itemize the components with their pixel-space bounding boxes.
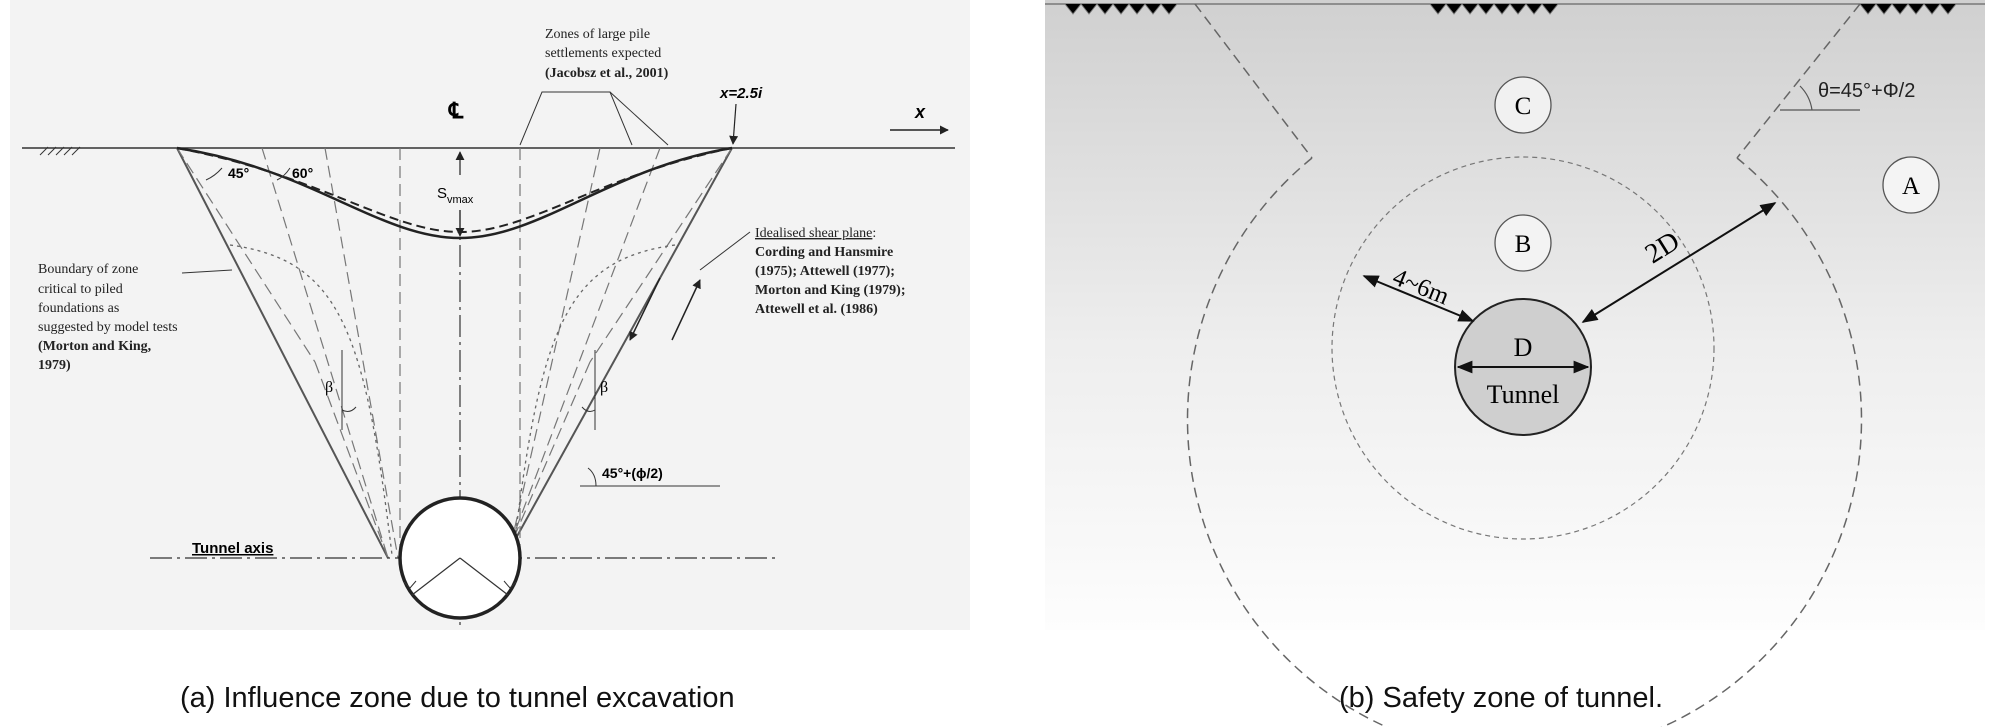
theta-label: θ=45°+Φ/2 <box>1818 80 1915 102</box>
tunnel-radius-right <box>459 557 509 596</box>
left-note-line-1: Boundary of zone <box>38 262 138 277</box>
shear-arrow-up <box>671 279 701 341</box>
right-angle-mark-left <box>403 580 417 589</box>
beta-left-label: β <box>325 379 333 396</box>
top-note-line-1: Zones of large pile <box>545 27 650 42</box>
x-limit-label: x=2.5i <box>719 85 763 102</box>
angle-60-arc <box>276 167 291 181</box>
angle-45-label: 45° <box>228 165 249 181</box>
top-note: Zones of large pile settlements expected… <box>545 27 669 81</box>
right-note-line-1: Cording and Hansmire <box>755 245 893 260</box>
dashed-guide-lines <box>176 147 733 559</box>
ground-hatch-icon <box>39 146 81 156</box>
top-note-line-2: settlements expected <box>545 46 661 61</box>
zone-a-label: A <box>1902 173 1920 200</box>
right-note-line-2: (1975); Attewell (1977); <box>755 264 895 279</box>
inner-zone-boundary <box>1331 156 1715 540</box>
left-note-leader <box>181 269 233 274</box>
zone-c-circle <box>1494 76 1552 134</box>
right-note-line-4: Attewell et al. (1986) <box>755 302 878 317</box>
right-note-line-3: Morton and King (1979); <box>755 283 906 298</box>
panel-a: x ℄ Svmax <box>10 0 970 714</box>
left-note-line-2: critical to piled <box>38 282 123 297</box>
left-note-line-4: suggested by model tests <box>38 320 178 335</box>
right-note: Idealised shear plane: Cording and Hansm… <box>755 226 906 317</box>
inner-distance-arrow <box>1362 275 1475 322</box>
left-note-line-5: (Morton and King, <box>38 339 151 354</box>
svmax-label: Svmax <box>437 185 474 206</box>
right-angle-mark-right <box>503 580 517 589</box>
left-note: Boundary of zone critical to piled found… <box>38 262 178 373</box>
zone-c-label: C <box>1515 93 1532 120</box>
beta-right-label: β <box>600 379 608 396</box>
influence-boundary-left <box>176 147 389 559</box>
panel-a-caption: (a) Influence zone due to tunnel excavat… <box>180 682 735 714</box>
top-note-leaders <box>519 91 669 146</box>
zone-b-label: B <box>1515 231 1532 258</box>
right-note-leader <box>699 231 751 271</box>
zone-a-circle <box>1882 156 1940 214</box>
zone-b-circle <box>1494 214 1552 272</box>
zone-d-label: D <box>1514 333 1533 362</box>
panel-b-caption: (b) Safety zone of tunnel. <box>1339 682 1663 714</box>
tunnel-label: Tunnel <box>1487 380 1560 409</box>
left-note-line-3: foundations as <box>38 301 119 316</box>
beta-arc-right <box>581 406 596 412</box>
beta-arc-left <box>341 406 357 412</box>
critical-zone-boundary <box>229 244 676 556</box>
shear-angle-label: 45°+(ϕ/2) <box>602 465 663 481</box>
angle-45-arc <box>205 167 223 181</box>
shear-angle-arc <box>587 467 597 487</box>
outer-distance-arrow <box>1581 202 1777 323</box>
shear-arrow-down <box>629 277 661 341</box>
outer-zone-boundary <box>1186 3 1863 727</box>
right-note-title: Idealised shear plane: <box>755 226 876 241</box>
theta-arc <box>1799 85 1813 111</box>
left-note-line-6: 1979) <box>38 358 71 373</box>
ground-hatch-icon-b <box>1064 3 1957 15</box>
panel-b: θ=45°+Φ/2 C B A D Tunnel 4~6m 2D (b) Saf… <box>1045 0 1985 727</box>
x-axis-label: x <box>914 102 926 122</box>
x-limit-arrow <box>729 103 739 145</box>
centerline-symbol: ℄ <box>448 98 464 123</box>
tunnel-axis-label: Tunnel axis <box>192 540 273 557</box>
tunnel-radius-left <box>411 557 461 596</box>
influence-boundary-right <box>504 147 733 559</box>
angle-60-label: 60° <box>292 165 313 181</box>
top-note-line-3: (Jacobsz et al., 2001) <box>545 66 669 81</box>
